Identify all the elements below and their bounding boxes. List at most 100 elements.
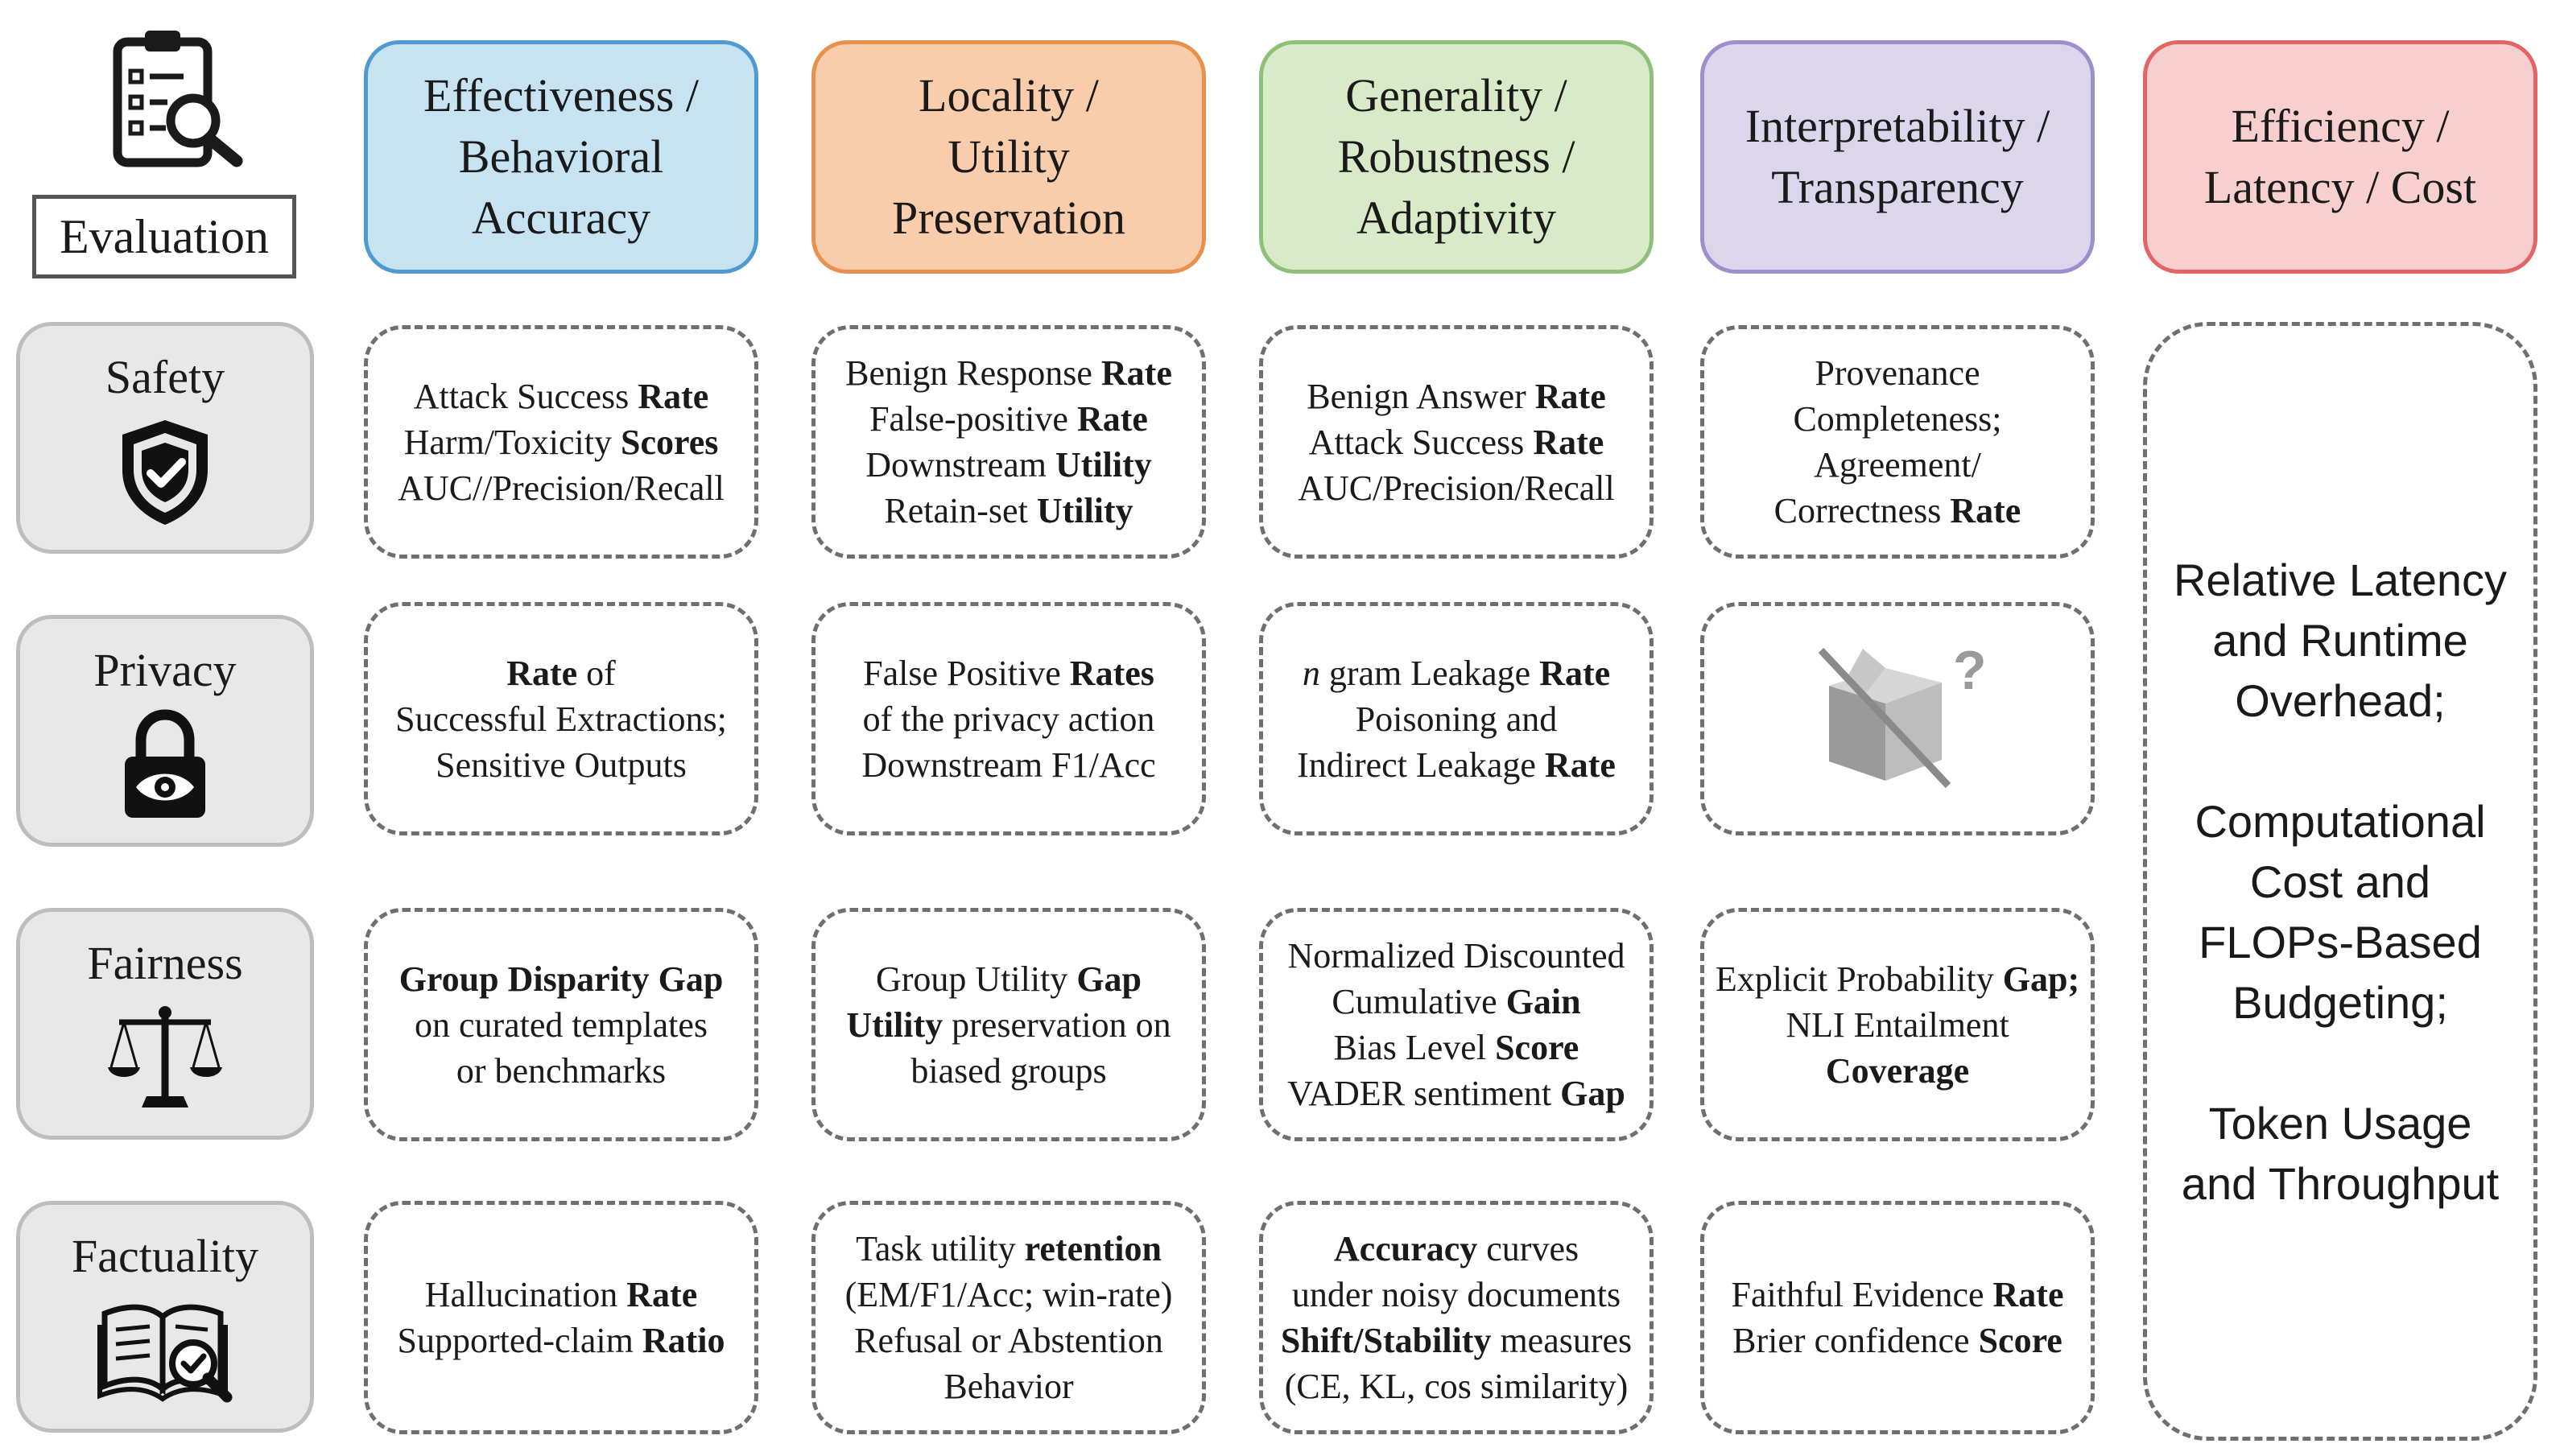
cell-text: AUC//Precision/Recall <box>398 468 725 508</box>
cell-line: Rate of <box>506 650 616 696</box>
cell-text: Provenance <box>1815 353 1980 393</box>
cell-line: Agreement/ <box>1814 442 1981 488</box>
cell-text: Rate <box>1076 399 1148 439</box>
cell-text: Indirect Leakage <box>1297 744 1545 785</box>
cell-line: Shift/Stability measures <box>1281 1318 1632 1363</box>
cell-text: Downstream <box>865 445 1056 485</box>
cell-line: Completeness; <box>1793 396 2001 442</box>
cell-text: Gain <box>1505 982 1581 1021</box>
cell-line: Harm/Toxicity Scores <box>404 419 719 465</box>
cell-text: (EM/F1/Acc; win-rate) <box>844 1275 1173 1314</box>
cell-text: Rate <box>1100 353 1172 393</box>
cell-text: Rate <box>1534 376 1606 416</box>
cell-line: Downstream Utility <box>865 442 1152 488</box>
cell-line: or benchmarks <box>456 1048 666 1094</box>
cell-line: of the privacy action <box>863 696 1155 742</box>
cell-line: Correctness Rate <box>1774 488 2021 534</box>
row-header-safety: Safety <box>16 322 314 554</box>
cell-text: Supported-claim <box>397 1321 642 1360</box>
row-label-safety: Safety <box>105 351 225 403</box>
cell-line: VADER sentiment Gap <box>1287 1070 1625 1116</box>
evaluation-icon <box>103 24 248 169</box>
cell-text: Utility <box>1036 491 1133 530</box>
cell-text: Utility <box>846 1004 943 1045</box>
crossed-box-question-icon: ? <box>1805 633 1990 805</box>
column-header-efficiency: Efficiency / Latency / Cost <box>2143 40 2537 274</box>
efficiency-line: and Throughput <box>2181 1157 2500 1209</box>
efficiency-line: Cost and <box>2249 856 2431 907</box>
cell-line: Cumulative Gain <box>1332 979 1580 1025</box>
cell-line: Attack Success Rate <box>414 373 709 419</box>
scales-icon <box>105 1001 225 1118</box>
cell-line: False Positive Rates <box>863 650 1154 696</box>
cell-text: Gap <box>1560 1074 1625 1113</box>
cell-line: Faithful Evidence Rate <box>1732 1272 2064 1318</box>
cell-text: Shift/Stability <box>1280 1321 1492 1360</box>
cell-line: (EM/F1/Acc; win-rate) <box>845 1272 1173 1318</box>
cell-text: Rate <box>638 376 709 416</box>
cell-line: Utility preservation on <box>846 1002 1171 1048</box>
cell-text: of <box>577 653 616 693</box>
cell-text: Attack Success <box>413 376 638 416</box>
cell-text: Attack Success <box>1308 422 1534 462</box>
cell-line: Benign Response Rate <box>845 350 1172 396</box>
cell-text: Group Utility <box>875 959 1077 999</box>
cell-text: Agreement/ <box>1814 445 1981 485</box>
cell-factuality-locality: Task utility retention(EM/F1/Acc; win-ra… <box>811 1201 1206 1434</box>
cell-text: Rate <box>1544 744 1616 785</box>
cell-text: Group Disparity Gap <box>398 959 724 999</box>
cell-text: under noisy documents <box>1291 1275 1621 1314</box>
cell-line: Attack Success Rate <box>1309 419 1604 465</box>
cell-text: Normalized Discounted <box>1287 936 1625 975</box>
cell-text: gram Leakage <box>1319 653 1540 693</box>
cell-text: of the privacy action <box>862 699 1155 739</box>
cell-text: Brier confidence <box>1732 1321 1979 1360</box>
cell-text: on curated templates <box>414 1004 708 1045</box>
cell-text: Benign Answer <box>1307 376 1535 416</box>
cell-text: Score <box>1495 1028 1579 1067</box>
cell-text: Rate <box>1539 653 1611 693</box>
cell-line: on curated templates <box>415 1002 708 1048</box>
row-label-privacy: Privacy <box>93 644 237 696</box>
lock-eye-icon <box>117 708 213 825</box>
cell-text: Ratio <box>642 1321 725 1360</box>
cell-text: Rate <box>1950 491 2021 530</box>
cell-text: Correctness <box>1773 491 1951 530</box>
cell-line: Group Disparity Gap <box>399 956 724 1002</box>
column-header-effectiveness: Effectiveness / Behavioral Accuracy <box>364 40 758 274</box>
efficiency-line: Overhead; <box>2235 674 2446 726</box>
efficiency-line: and Runtime <box>2212 614 2468 666</box>
cell-line: AUC//Precision/Recall <box>398 465 725 511</box>
efficiency-line: Budgeting; <box>2232 976 2448 1028</box>
cell-text: Score <box>1978 1321 2062 1360</box>
row-label-factuality: Factuality <box>72 1230 258 1282</box>
cell-line: n gram Leakage Rate <box>1303 650 1610 696</box>
efficiency-line: Relative Latency <box>2173 554 2507 605</box>
cell-privacy-interpretability: ? <box>1700 602 2095 835</box>
cell-line: Poisoning and <box>1356 696 1558 742</box>
cell-text: retention <box>1024 1229 1162 1268</box>
cell-text: Downstream F1/Acc <box>861 744 1156 785</box>
cell-text: Explicit Probability <box>1715 959 2003 999</box>
cell-line: Accuracy curves <box>1334 1226 1579 1272</box>
cell-text: Gap <box>1076 959 1142 999</box>
row-header-privacy: Privacy <box>16 615 314 847</box>
cell-line: Sensitive Outputs <box>436 742 687 788</box>
cell-text: Completeness; <box>1793 399 2002 439</box>
evaluation-label: Evaluation <box>60 209 269 263</box>
cell-text: n <box>1302 653 1320 693</box>
cell-text: Rate <box>506 653 578 693</box>
cell-line: NLI Entailment <box>1786 1002 2009 1048</box>
efficiency-line: Token Usage <box>2208 1097 2472 1149</box>
